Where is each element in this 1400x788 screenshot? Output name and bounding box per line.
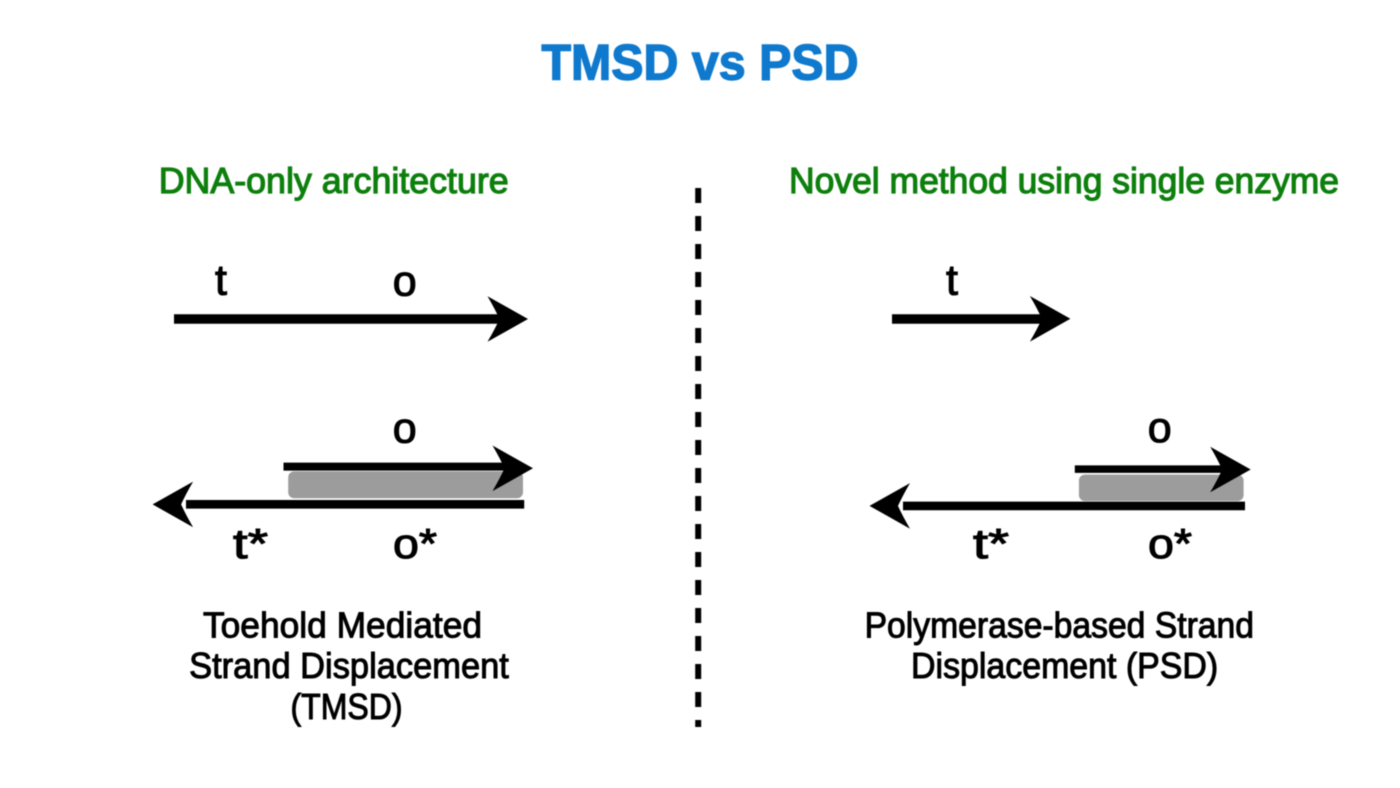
- svg-text:t*: t*: [233, 520, 268, 567]
- svg-text:Polymerase-based Strand: Polymerase-based Strand: [865, 605, 1254, 646]
- svg-text:Toehold Mediated: Toehold Mediated: [203, 605, 482, 646]
- svg-text:t*: t*: [973, 520, 1009, 567]
- svg-text:o: o: [393, 257, 417, 305]
- svg-text:o*: o*: [393, 520, 437, 567]
- svg-text:Strand Displacement: Strand Displacement: [189, 645, 509, 686]
- svg-text:DNA-only architecture: DNA-only architecture: [159, 160, 509, 201]
- svg-text:o*: o*: [1148, 520, 1192, 567]
- svg-text:o: o: [1148, 404, 1172, 452]
- svg-text:(TMSD): (TMSD): [291, 686, 403, 727]
- svg-text:TMSD vs PSD: TMSD vs PSD: [542, 35, 859, 91]
- svg-text:Displacement (PSD): Displacement (PSD): [911, 645, 1218, 686]
- svg-text:t: t: [946, 256, 958, 304]
- svg-text:o: o: [393, 405, 417, 453]
- svg-text:t: t: [215, 256, 227, 304]
- svg-text:Novel method using single enzy: Novel method using single enzyme: [789, 160, 1339, 201]
